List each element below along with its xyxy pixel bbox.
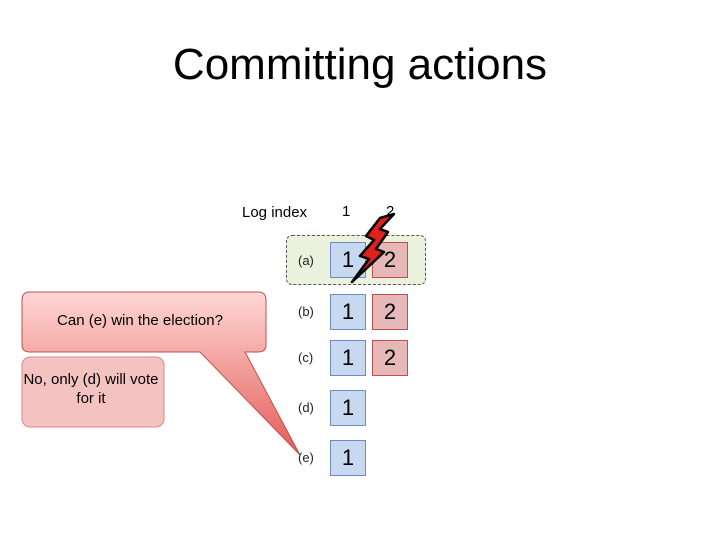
entry-d-1: 1 <box>330 390 366 426</box>
log-index-label: Log index <box>242 204 308 221</box>
entry-e-1: 1 <box>330 440 366 476</box>
entry-c-2: 2 <box>372 340 408 376</box>
callout-answer: No, only (d) will vote for it <box>23 371 159 407</box>
row-label-d: (d) <box>298 400 314 415</box>
answer-callout <box>21 356 165 428</box>
row-label-b: (b) <box>298 304 314 319</box>
row-label-c: (c) <box>298 350 314 365</box>
row-label-a: (a) <box>298 253 314 268</box>
callout-question: Can (e) win the election? <box>57 312 223 329</box>
index-header-2: 2 <box>386 203 395 220</box>
entry-b-1: 1 <box>330 294 366 330</box>
entry-c-1: 1 <box>330 340 366 376</box>
row-label-e: (e) <box>298 450 314 465</box>
index-header-1: 1 <box>342 203 351 220</box>
entry-a-1: 1 <box>330 242 366 278</box>
slide-title: Committing actions <box>172 40 548 89</box>
lightning-bolt-icon <box>350 212 396 284</box>
entry-b-2: 2 <box>372 294 408 330</box>
question-callout <box>21 291 301 456</box>
